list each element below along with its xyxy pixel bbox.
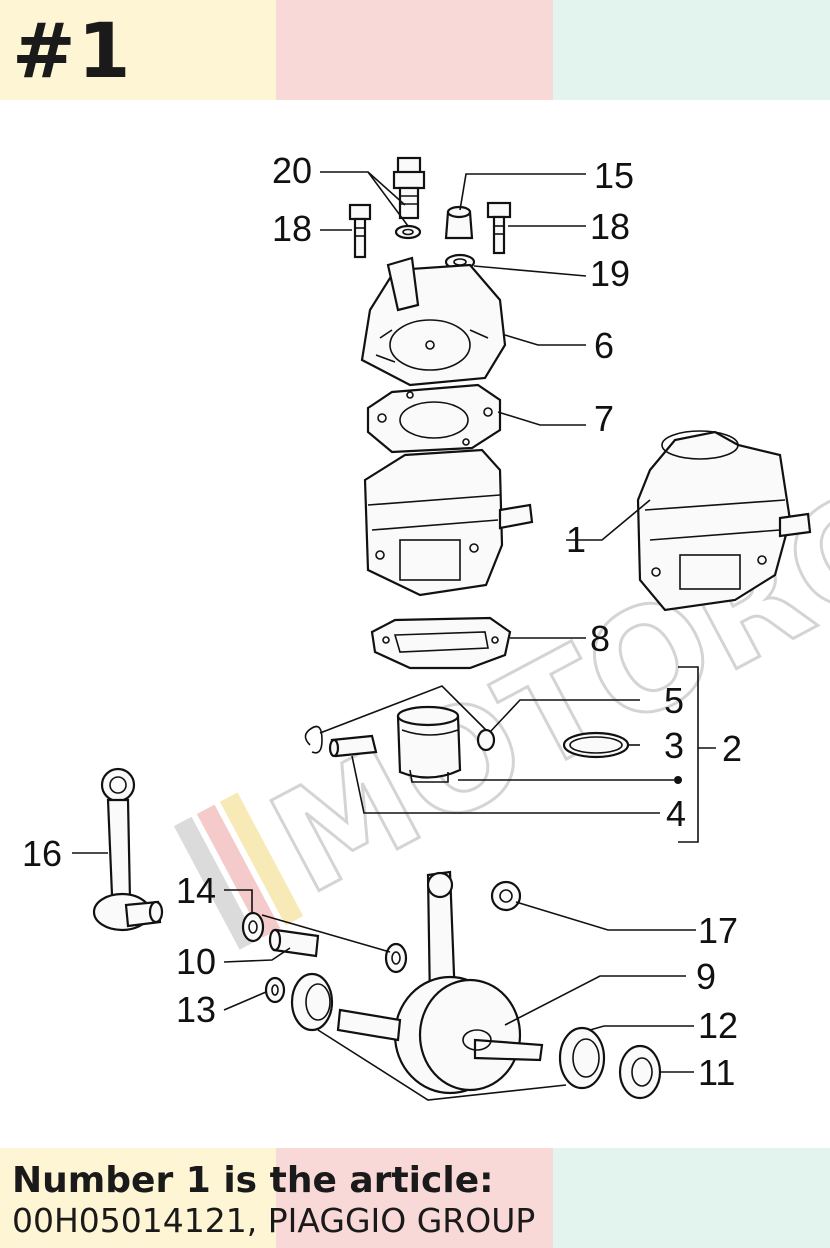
label-11: 11	[698, 1052, 735, 1093]
part-15-cap-nut	[444, 205, 474, 240]
caption-band	[0, 1148, 830, 1248]
watermark-stripe-pink	[196, 804, 281, 938]
label-14: 14	[176, 870, 216, 911]
part-1-cylinder-right	[636, 430, 812, 612]
label-8: 8	[590, 618, 610, 659]
part-3-piston-ring	[562, 731, 630, 759]
label-5: 5	[664, 680, 684, 721]
part-20-sensor-bolt	[392, 156, 426, 240]
header-band	[0, 0, 830, 100]
part-labels: 20 15 18 18 19 6 7 1 8 5 3 2 4 16 14 17 …	[22, 150, 742, 1093]
page-title: #1	[12, 6, 133, 95]
label-15: 15	[594, 155, 634, 196]
exploded-parts-diagram: MOTORCIA	[22, 150, 830, 1101]
label-10: 10	[176, 941, 216, 982]
label-3: 3	[664, 725, 684, 766]
caption-article-number: 00H05014121, PIAGGIO GROUP	[12, 1201, 536, 1240]
caption-band-yellow	[0, 1148, 276, 1248]
label-7: 7	[594, 398, 614, 439]
part-11-oil-seal	[618, 1044, 662, 1100]
part-17-nut	[490, 880, 522, 912]
label-2: 2	[722, 728, 742, 769]
part-8-base-gasket	[370, 616, 512, 670]
part-1-cylinder-center	[363, 448, 534, 597]
label-18-right: 18	[590, 206, 630, 247]
leader-lines	[72, 171, 716, 1101]
part-4-piston-pin-clips	[304, 725, 496, 758]
part-7-head-gasket	[366, 383, 502, 454]
header-band-mint	[553, 0, 830, 100]
part-13-washer	[264, 976, 286, 1004]
label-6: 6	[594, 325, 614, 366]
label-18-left: 18	[272, 208, 312, 249]
part-18-bolt-left	[348, 203, 372, 259]
caption-band-mint	[553, 1148, 830, 1248]
dot-marker	[674, 776, 682, 784]
label-19: 19	[590, 253, 630, 294]
part-14-thrust-washer	[241, 911, 408, 974]
header-band-pink	[276, 0, 553, 100]
watermark-stripe-grey	[173, 816, 258, 950]
part-12-bearing-left	[290, 972, 334, 1032]
label-1: 1	[566, 519, 586, 560]
part-16-connecting-rod	[92, 767, 164, 932]
header-band-yellow	[0, 0, 276, 100]
label-16: 16	[22, 833, 62, 874]
part-10-crank-pin	[268, 928, 320, 958]
label-17: 17	[698, 910, 738, 951]
caption-band-pink	[276, 1148, 553, 1248]
part-6-cylinder-head	[360, 256, 507, 387]
label-13: 13	[176, 989, 216, 1030]
label-4: 4	[666, 793, 686, 834]
caption-heading: Number 1 is the article:	[12, 1160, 494, 1201]
part-2-piston	[396, 705, 462, 783]
label-20: 20	[272, 150, 312, 191]
part-12-bearing-right	[558, 1026, 606, 1090]
watermark-stripe-yellow	[219, 792, 304, 926]
label-12: 12	[698, 1005, 738, 1046]
part-18-bolt-right	[486, 201, 512, 255]
part-9-crankshaft	[336, 870, 544, 1095]
label-9: 9	[696, 956, 716, 997]
